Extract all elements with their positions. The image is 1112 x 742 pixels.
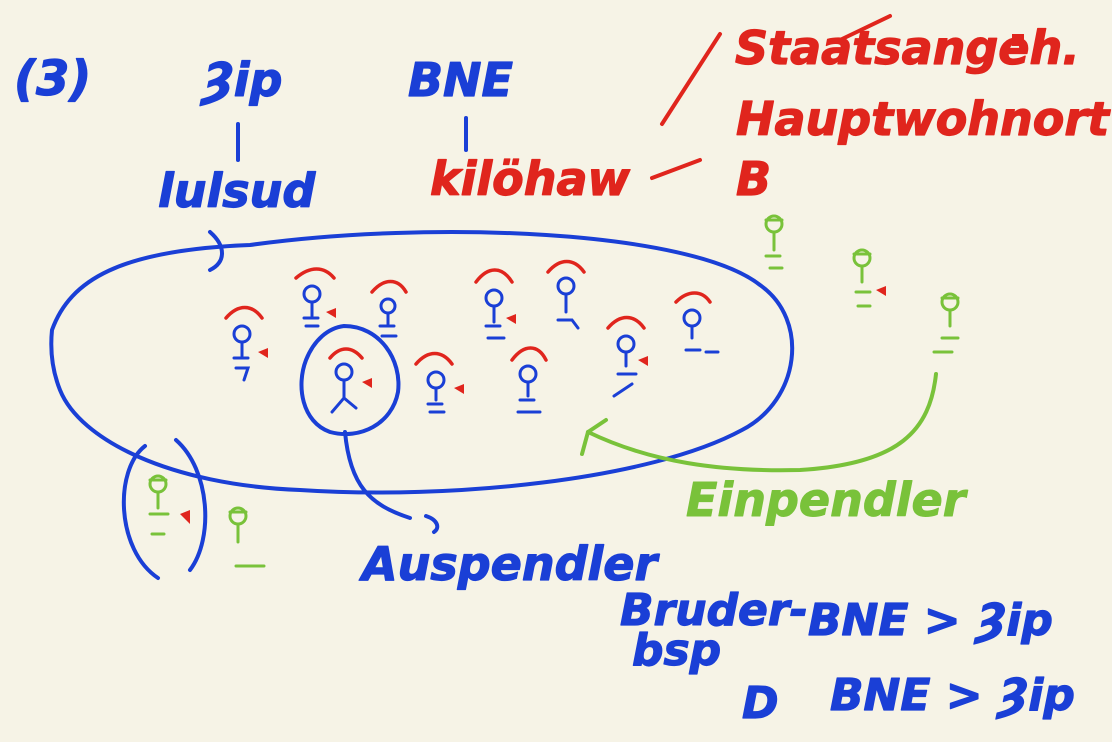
label-middle-top: BNE [408, 53, 513, 107]
bottom-relation-2: BNE > Ȝip [830, 670, 1075, 721]
green-person [148, 474, 190, 536]
person-with-hat [294, 267, 336, 328]
ellipse-hook [208, 230, 224, 272]
green-person [228, 506, 266, 568]
emigrant-pointer-line [343, 430, 412, 520]
person-with-hat [606, 315, 648, 398]
left-circle-right-arc [174, 438, 208, 572]
emigrant-person [328, 347, 372, 414]
person-with-hat [546, 259, 586, 330]
person-with-hat [224, 305, 268, 382]
red-tick-icon [506, 314, 516, 324]
label-number: (3) [14, 51, 91, 107]
red-tick-icon [638, 356, 648, 366]
label-left-bottom: lulsud [158, 164, 316, 218]
red-tick-icon [180, 510, 190, 524]
label-middle-bottom: kilöhaw [430, 152, 631, 206]
bottom-relation-2-prefix: D [742, 678, 779, 729]
person-with-hat [510, 346, 548, 414]
red-tick-icon [454, 384, 464, 394]
red-note-2: Hauptwohnort [736, 92, 1111, 146]
red-note-3: B [736, 152, 771, 206]
bottom-relation-1: BNE > Ȝip [808, 595, 1053, 646]
main-group-ellipse [49, 230, 795, 495]
immigration-arrowhead [580, 418, 608, 456]
green-person [932, 292, 960, 354]
bottom-note-1: Bruder- [620, 585, 808, 636]
person-with-hat [370, 279, 408, 338]
green-person [764, 214, 784, 270]
red-tick-icon [258, 348, 268, 358]
person-with-hat [414, 351, 464, 414]
immigration-arrow [586, 372, 938, 473]
bottom-note-2: bsp [632, 625, 721, 676]
person-with-hat [674, 291, 720, 354]
label-emigration: Auspendler [359, 537, 660, 591]
red-square-mark [1012, 34, 1024, 46]
red-note-1: Staatsangeh. [735, 21, 1080, 75]
red-tick-icon [362, 378, 372, 388]
green-person [852, 248, 886, 308]
red-connector-lower [650, 158, 702, 180]
red-tick-icon [326, 308, 336, 318]
emigrant-pointer-hook [424, 514, 440, 534]
red-strike-mark [838, 14, 892, 42]
person-with-hat [474, 268, 516, 340]
emigrant-circle [299, 324, 401, 436]
left-circle-left-arc [121, 444, 160, 580]
label-immigration: Einpendler [686, 473, 969, 527]
red-slash-line [660, 32, 722, 126]
red-tick-icon [876, 286, 886, 296]
label-left-top: Ȝip [199, 53, 282, 107]
